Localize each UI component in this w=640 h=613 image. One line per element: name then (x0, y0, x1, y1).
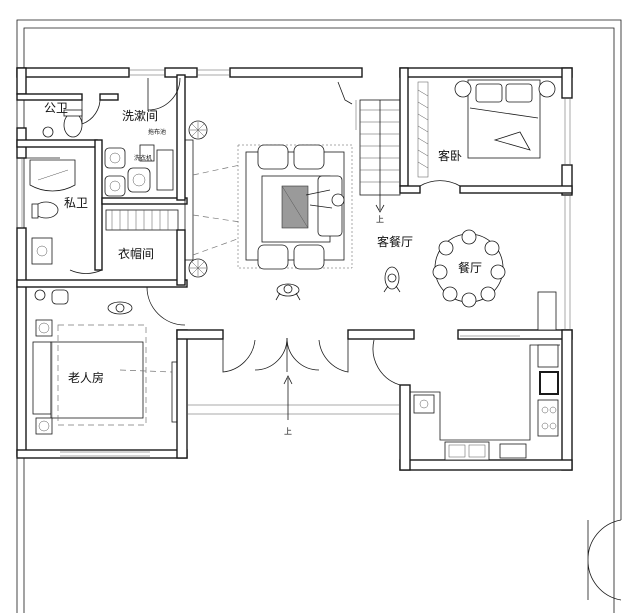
elder-room-furniture (32, 289, 178, 435)
bathroom-fixtures (29, 109, 179, 265)
label-elder-room: 老人房 (68, 370, 104, 385)
label-private-toilet: 私卫 (64, 196, 88, 210)
label-entry-up: 上 (284, 427, 292, 436)
windows (21, 69, 571, 457)
label-guest-bedroom: 客卧 (438, 148, 462, 163)
label-wash-room: 洗漱间 (122, 109, 158, 123)
entry-arrow (283, 375, 293, 420)
dining-area (432, 229, 557, 337)
staircase (337, 81, 401, 213)
label-public-toilet: 公卫 (44, 101, 68, 115)
kitchen (410, 344, 560, 461)
label-cloakroom: 衣帽间 (118, 246, 154, 261)
label-dining: 餐厅 (458, 260, 482, 275)
guest-bedroom-furniture (417, 79, 556, 178)
label-washer: 洗衣机 (134, 154, 152, 162)
exterior-walls (16, 67, 573, 471)
label-living-dining: 客餐厅 (377, 234, 413, 249)
person-figures (107, 266, 401, 315)
interior-walls (16, 67, 573, 288)
label-stair-up: 上 (376, 215, 384, 224)
living-area (184, 120, 353, 278)
doors (26, 77, 622, 601)
label-mop-pool: 拖布池 (148, 128, 166, 136)
